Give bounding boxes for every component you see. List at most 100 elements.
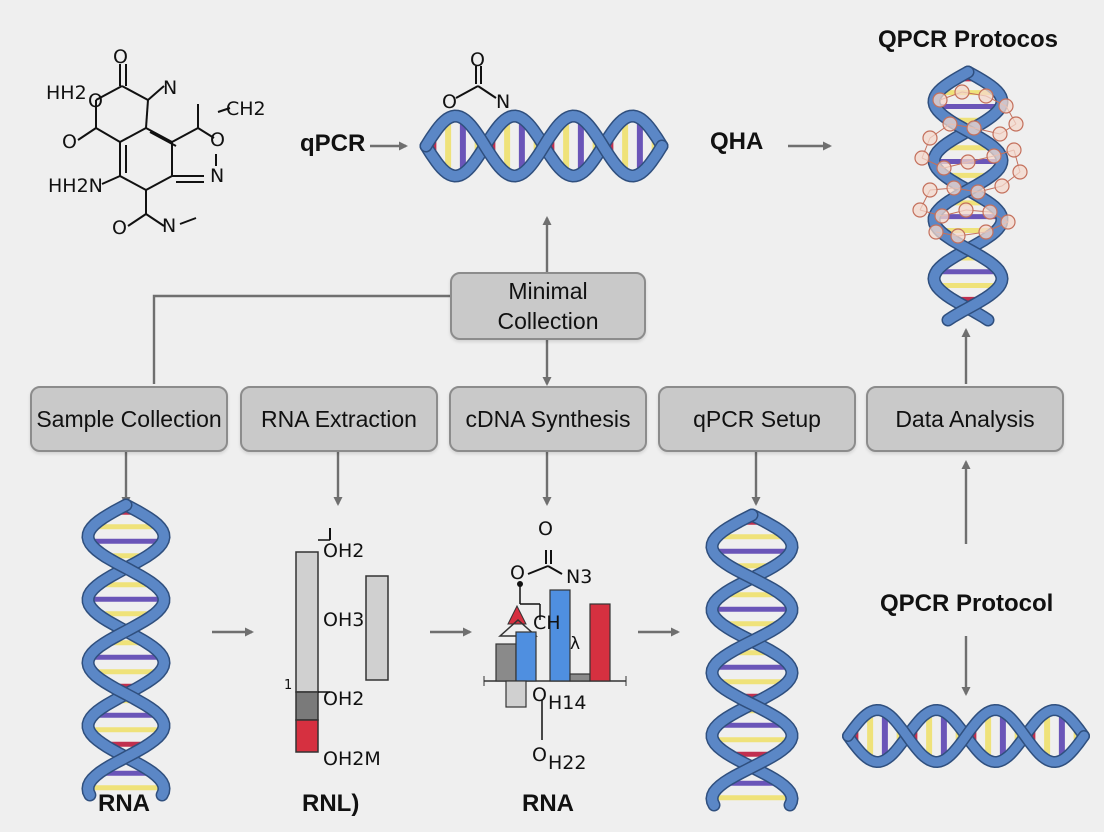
helix-strand <box>82 500 169 800</box>
atom-sphere <box>970 184 986 200</box>
atom-sphere <box>936 160 952 176</box>
synth-o-top: O <box>538 518 553 540</box>
atom-sphere <box>950 228 966 244</box>
atom-o-right: O <box>210 129 225 151</box>
atom-sphere <box>978 88 994 104</box>
atom-sphere <box>1008 116 1024 132</box>
atom-center-n: N <box>496 91 511 113</box>
label-rnl: RNL) <box>302 790 360 817</box>
synth-ch: CH <box>533 612 561 634</box>
atom-sphere <box>946 180 962 196</box>
synth-h14: H14 <box>548 692 587 714</box>
title-qpcr-protocols: QPCR Protocos <box>878 26 1059 53</box>
atom-hh2: HH2 <box>46 82 87 104</box>
helix-strand <box>83 500 170 800</box>
box-minimal-line2: Collection <box>497 308 599 334</box>
synthesis-bar <box>505 680 527 708</box>
atom-o-mid: O <box>62 131 77 153</box>
dna-helix-bottom-rna <box>81 498 171 802</box>
atom-sphere <box>954 84 970 100</box>
atom-sphere <box>966 120 982 136</box>
label-oh2m: OH2M <box>323 748 381 770</box>
label-oh3: OH3 <box>323 609 365 631</box>
helix-strand <box>421 110 667 182</box>
synth-lambda: λ <box>570 634 581 654</box>
triangle-marker <box>507 604 527 625</box>
dna-helix-top-right <box>927 65 1009 327</box>
extraction-tube-left <box>295 551 319 693</box>
connector-sample-to-center <box>152 294 450 384</box>
synthesis-bar-chart <box>495 589 611 708</box>
atom-o-ring: O <box>88 90 103 112</box>
atom-n-bottom: N <box>162 215 177 237</box>
atom-sphere <box>942 116 958 132</box>
helix-strand <box>843 705 1089 767</box>
extraction-band-red <box>295 719 319 753</box>
dna-helix-bottom-right <box>842 703 1090 769</box>
synthesis-bar <box>569 673 591 682</box>
atom-center-o-top: O <box>470 49 485 71</box>
label-mark: 1 <box>284 678 293 693</box>
atom-sphere <box>986 148 1002 164</box>
box-minimal-line1: Minimal <box>508 278 588 304</box>
molecule-structure-top-center <box>455 66 497 99</box>
atom-sphere <box>932 92 948 108</box>
step-sample-collection[interactable]: Sample Collection <box>30 386 228 452</box>
label-oh2-mid: OH2 <box>323 688 365 710</box>
atom-sphere <box>960 154 976 170</box>
atom-o-bottom: O <box>112 217 127 239</box>
atom-sphere <box>1012 164 1028 180</box>
label-rna-3: RNA <box>522 790 574 817</box>
helix-strand <box>706 510 797 810</box>
label-rna-1: RNA <box>98 790 150 817</box>
helix-strand <box>928 67 1008 325</box>
label-qpcr-protocol: QPCR Protocol <box>880 590 1054 617</box>
atom-sphere <box>978 224 994 240</box>
synth-n3: N3 <box>566 566 593 588</box>
label-qpcr: qPCR <box>300 130 366 157</box>
atom-center-o-left: O <box>442 91 457 113</box>
synth-o-left: O <box>510 562 525 584</box>
atom-sphere <box>922 130 938 146</box>
synth-o-h14: O <box>532 684 547 706</box>
extraction-columns <box>295 528 389 753</box>
atom-n-top: N <box>163 77 178 99</box>
atom-cluster-top-right <box>912 84 1028 244</box>
atom-n-right: N <box>210 165 225 187</box>
synth-h22: H22 <box>548 752 587 774</box>
box-minimal-collection[interactable]: Minimal Collection <box>450 272 646 340</box>
atom-hh2n: HH2N <box>48 175 103 197</box>
synthesis-bar <box>589 603 611 682</box>
synthesis-bar <box>549 589 571 682</box>
step-qpcr-setup[interactable]: qPCR Setup <box>658 386 856 452</box>
synthesis-bar <box>495 643 517 682</box>
helix-strand <box>707 510 798 810</box>
atom-sphere <box>912 202 928 218</box>
label-oh2-top: OH2 <box>323 540 365 562</box>
extraction-tube-right <box>365 575 389 681</box>
atom-sphere <box>1000 214 1016 230</box>
connector-lines <box>121 141 971 696</box>
dna-helix-top-center <box>419 109 669 183</box>
atom-sphere <box>1006 142 1022 158</box>
atom-ch2: CH2 <box>226 98 266 120</box>
dna-helix-bottom-qpcr <box>705 508 799 812</box>
label-qha: QHA <box>710 128 764 155</box>
atom-sphere <box>934 208 950 224</box>
atom-sphere <box>928 224 944 240</box>
synth-o-h22: O <box>532 744 547 766</box>
atom-sphere <box>994 178 1010 194</box>
extraction-band-dark <box>295 691 319 721</box>
atom-sphere <box>914 150 930 166</box>
synthesis-bar <box>515 631 537 682</box>
atom-sphere <box>958 202 974 218</box>
atom-o-top: O <box>113 46 128 68</box>
step-rna-extraction[interactable]: RNA Extraction <box>240 386 438 452</box>
step-cdna-synthesis[interactable]: cDNA Synthesis <box>449 386 647 452</box>
molecule-structure-top-left <box>77 64 231 227</box>
atom-sphere <box>992 126 1008 142</box>
atom-sphere <box>998 98 1014 114</box>
step-data-analysis[interactable]: Data Analysis <box>866 386 1064 452</box>
